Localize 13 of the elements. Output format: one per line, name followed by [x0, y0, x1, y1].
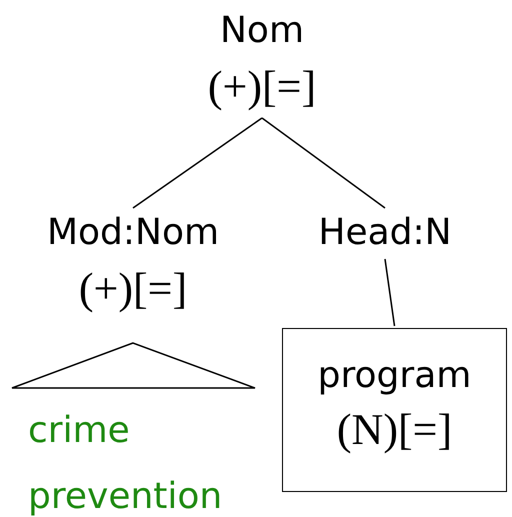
tree-branch: [384, 258, 396, 326]
category-label: Mod:Nom: [46, 211, 220, 255]
category-label: Nom: [220, 9, 304, 53]
tree-branch: [262, 117, 386, 209]
tree-branch: [132, 117, 262, 209]
feature-label: (+)[=]: [78, 263, 188, 315]
word-box: [282, 328, 507, 492]
word-label: program: [318, 354, 472, 398]
feature-label: (+)[=]: [208, 61, 316, 113]
subtree-triangle: [11, 342, 256, 389]
category-label: Head:N: [318, 211, 452, 255]
feature-label: (N)[=]: [336, 404, 452, 456]
phrase-text: crime prevention: [28, 409, 224, 517]
